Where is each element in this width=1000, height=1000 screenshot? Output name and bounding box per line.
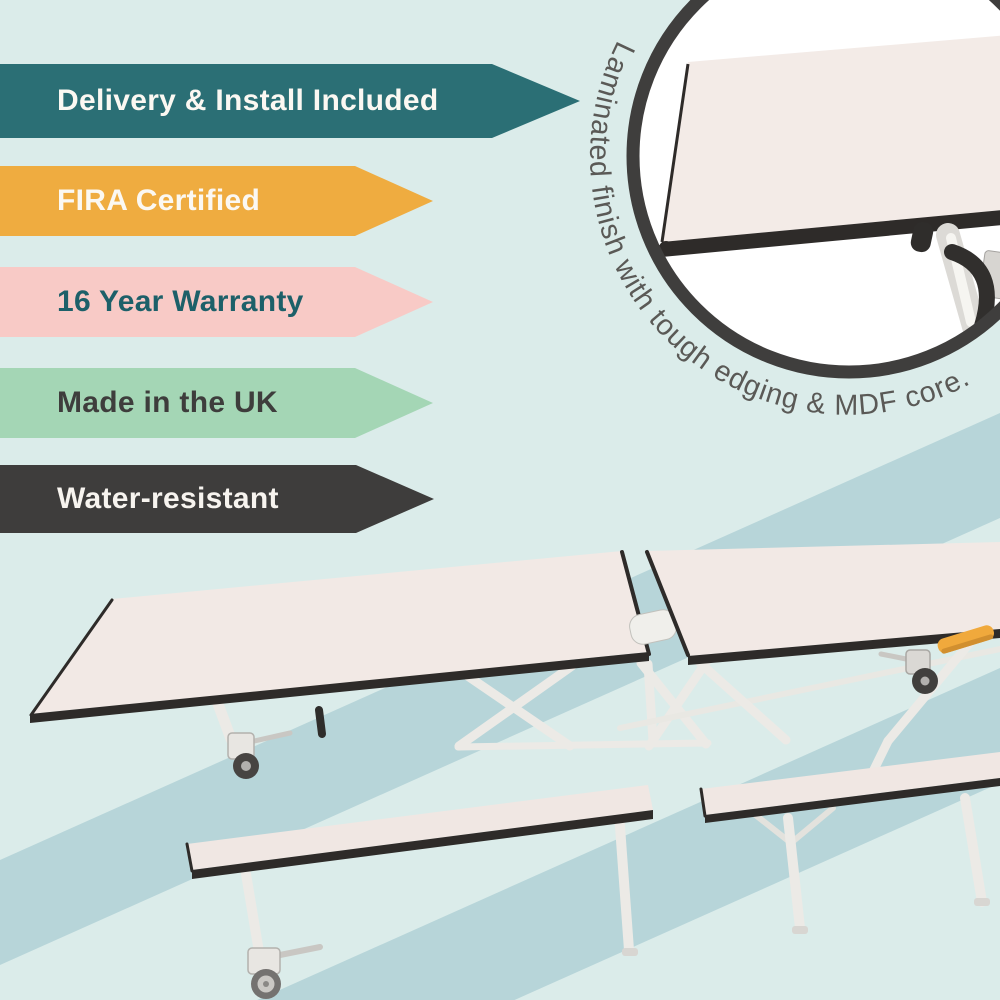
- bench-seat: [187, 785, 653, 870]
- feature-banner-delivery-install: Delivery & Install Included: [0, 64, 580, 138]
- feature-banner-warranty: 16 Year Warranty: [0, 267, 433, 337]
- bench-seat: [701, 752, 1000, 815]
- table-surface: [30, 551, 649, 714]
- inset-table-surface: [662, 31, 1000, 242]
- left-table-caster: [227, 730, 293, 779]
- right-table-top: [629, 542, 1000, 665]
- table-stopper-knob: [315, 706, 326, 738]
- bench-edge-band: [192, 810, 653, 879]
- inset-photo: [659, 31, 1000, 342]
- inset-clamp-knob: [910, 221, 934, 253]
- feature-banner-label: Made in the UK: [57, 386, 278, 419]
- feature-banner-label: Water-resistant: [57, 482, 279, 515]
- feature-banner-water-resistant: Water-resistant: [0, 465, 434, 533]
- right-table-caster: [878, 649, 938, 694]
- left-bench: [185, 785, 653, 999]
- bench-edge-band: [705, 778, 1000, 823]
- bench-caster: [247, 944, 323, 999]
- table-surface: [646, 542, 1000, 656]
- inset: Laminated finish with tough edging & MDF…: [583, 0, 1000, 422]
- feature-banner-label: Delivery & Install Included: [57, 84, 439, 117]
- inset-ring: [626, 0, 1000, 379]
- background-stripe: [257, 668, 1000, 1000]
- table-edge-band: [30, 652, 649, 723]
- right-bench: [699, 752, 1000, 934]
- inset-dark-hardware: [944, 244, 995, 334]
- product-photo: [29, 542, 1000, 999]
- feature-banner-label: 16 Year Warranty: [57, 285, 304, 318]
- feature-banner-made-in-uk: Made in the UK: [0, 368, 433, 438]
- table-edge-band: [688, 629, 1000, 665]
- feature-banner-label: FIRA Certified: [57, 184, 261, 217]
- folding-handle: [937, 625, 994, 654]
- feature-banner-fira-certified: FIRA Certified: [0, 166, 433, 236]
- inset-table-edge-band: [662, 205, 1000, 257]
